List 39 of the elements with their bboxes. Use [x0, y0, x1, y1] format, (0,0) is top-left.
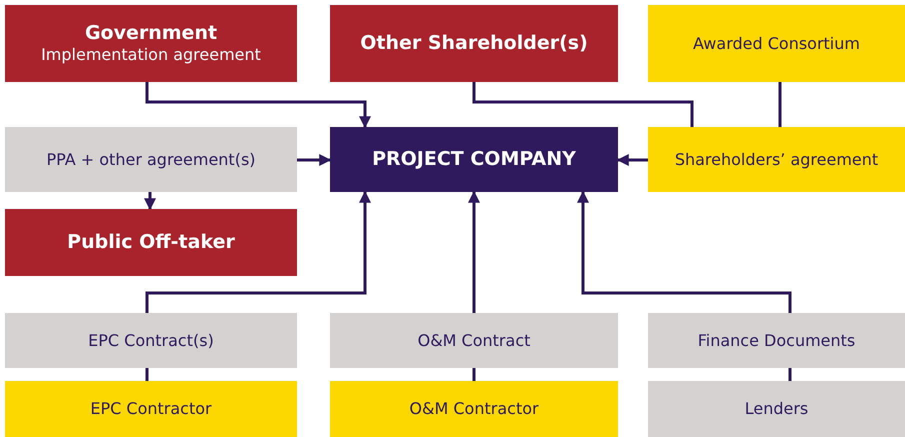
- box-title: PPA + other agreement(s): [46, 150, 256, 170]
- connector-line: [472, 368, 476, 381]
- box-title: O&M Contract: [418, 330, 530, 350]
- agreement-box: [648, 381, 905, 437]
- connector-line: [146, 368, 148, 381]
- agreement-box: [648, 313, 905, 368]
- box-subtitle: Implementation agreement: [41, 45, 261, 66]
- box-title: Shareholders’ agreement: [674, 150, 878, 170]
- box-title: Public Off-taker: [67, 230, 235, 254]
- arrow: [144, 192, 156, 210]
- connector-line: [472, 82, 694, 127]
- box-title: Other Shareholder(s): [360, 32, 588, 56]
- connector-line: [778, 82, 782, 127]
- box-title: PROJECT COMPANY: [372, 148, 576, 172]
- arrow: [616, 154, 648, 166]
- arrow: [468, 190, 480, 313]
- agreement-party-box: [5, 5, 297, 82]
- agreement-box: [5, 127, 297, 192]
- party-box: [648, 5, 905, 82]
- agreement-box: [5, 313, 297, 368]
- party-box: [330, 381, 618, 437]
- agreement-party-box: [5, 209, 297, 276]
- arrow: [146, 190, 371, 313]
- box-title: Government: [84, 22, 218, 46]
- party-box: [5, 381, 297, 437]
- arrow: [577, 190, 792, 313]
- box-title: Awarded Consortium: [693, 34, 860, 54]
- party-box: [648, 127, 905, 192]
- connector-line: [788, 368, 792, 381]
- central-company-box: [330, 127, 618, 192]
- box-title: EPC Contract(s): [88, 330, 214, 350]
- arrow: [146, 82, 371, 128]
- box-title: Finance Documents: [698, 330, 856, 350]
- box-title: O&M Contractor: [409, 399, 539, 419]
- agreement-box: [330, 313, 618, 368]
- box-title: Lenders: [744, 399, 808, 419]
- box-title: EPC Contractor: [90, 399, 212, 419]
- arrow: [297, 154, 332, 166]
- agreement-party-box: [330, 5, 618, 82]
